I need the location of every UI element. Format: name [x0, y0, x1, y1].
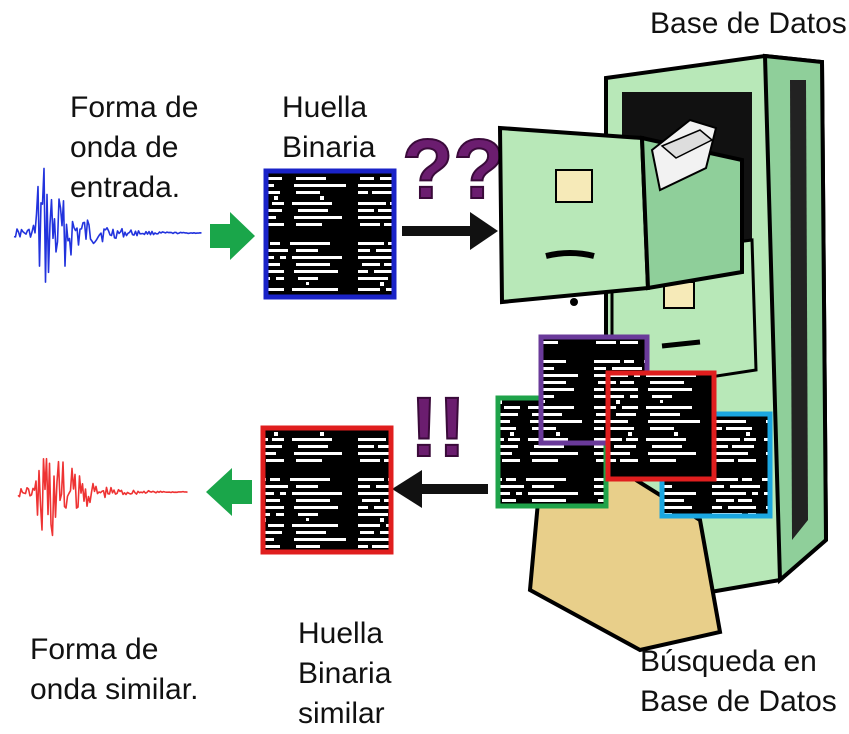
input-waveform-label-line-3: entrada.	[70, 171, 181, 204]
green-arrow-left-icon	[206, 468, 252, 516]
fingerprint-label-line-2: Binaria	[282, 131, 376, 164]
similar-binary-fingerprint-image	[260, 425, 394, 555]
similar-waveform-label-line-2: onda similar.	[30, 673, 199, 706]
question-marks: ??	[402, 122, 505, 216]
fingerprint-label: Huella Binaria	[282, 88, 375, 168]
database-label-text: Base de Datos	[650, 7, 847, 40]
database-search-label: Búsqueda en Base de Datos	[640, 642, 837, 722]
similar-fingerprint-label-line-2: Binaria	[298, 657, 392, 690]
similar-waveform-label-line-1: Forma de	[30, 633, 159, 666]
database-label: Base de Datos	[650, 4, 847, 44]
database-search-label-line-1: Búsqueda en	[640, 645, 817, 678]
arrow-from-database-icon	[392, 470, 488, 508]
exclamation-marks: !!	[410, 380, 466, 474]
similar-fingerprint-label-line-1: Huella	[298, 617, 384, 650]
binary-fingerprint-image	[263, 168, 397, 300]
input-waveform	[13, 167, 202, 283]
similar-waveform-label: Forma de onda similar.	[30, 630, 198, 710]
input-waveform-label: Forma de onda de entrada.	[70, 88, 198, 208]
similar-waveform	[17, 457, 188, 537]
fingerprint-label-line-1: Huella	[282, 91, 368, 124]
similar-fingerprint-label: Huella Binaria similar	[298, 614, 391, 734]
input-waveform-label-line-2: onda de	[70, 131, 179, 164]
arrow-to-database-icon	[402, 212, 498, 250]
similar-fingerprint-label-line-3: similar	[298, 697, 385, 730]
green-arrow-right-icon	[210, 212, 255, 260]
database-fingerprint-red	[605, 370, 717, 482]
database-search-label-line-2: Base de Datos	[640, 685, 837, 718]
input-waveform-label-line-1: Forma de	[70, 91, 199, 124]
